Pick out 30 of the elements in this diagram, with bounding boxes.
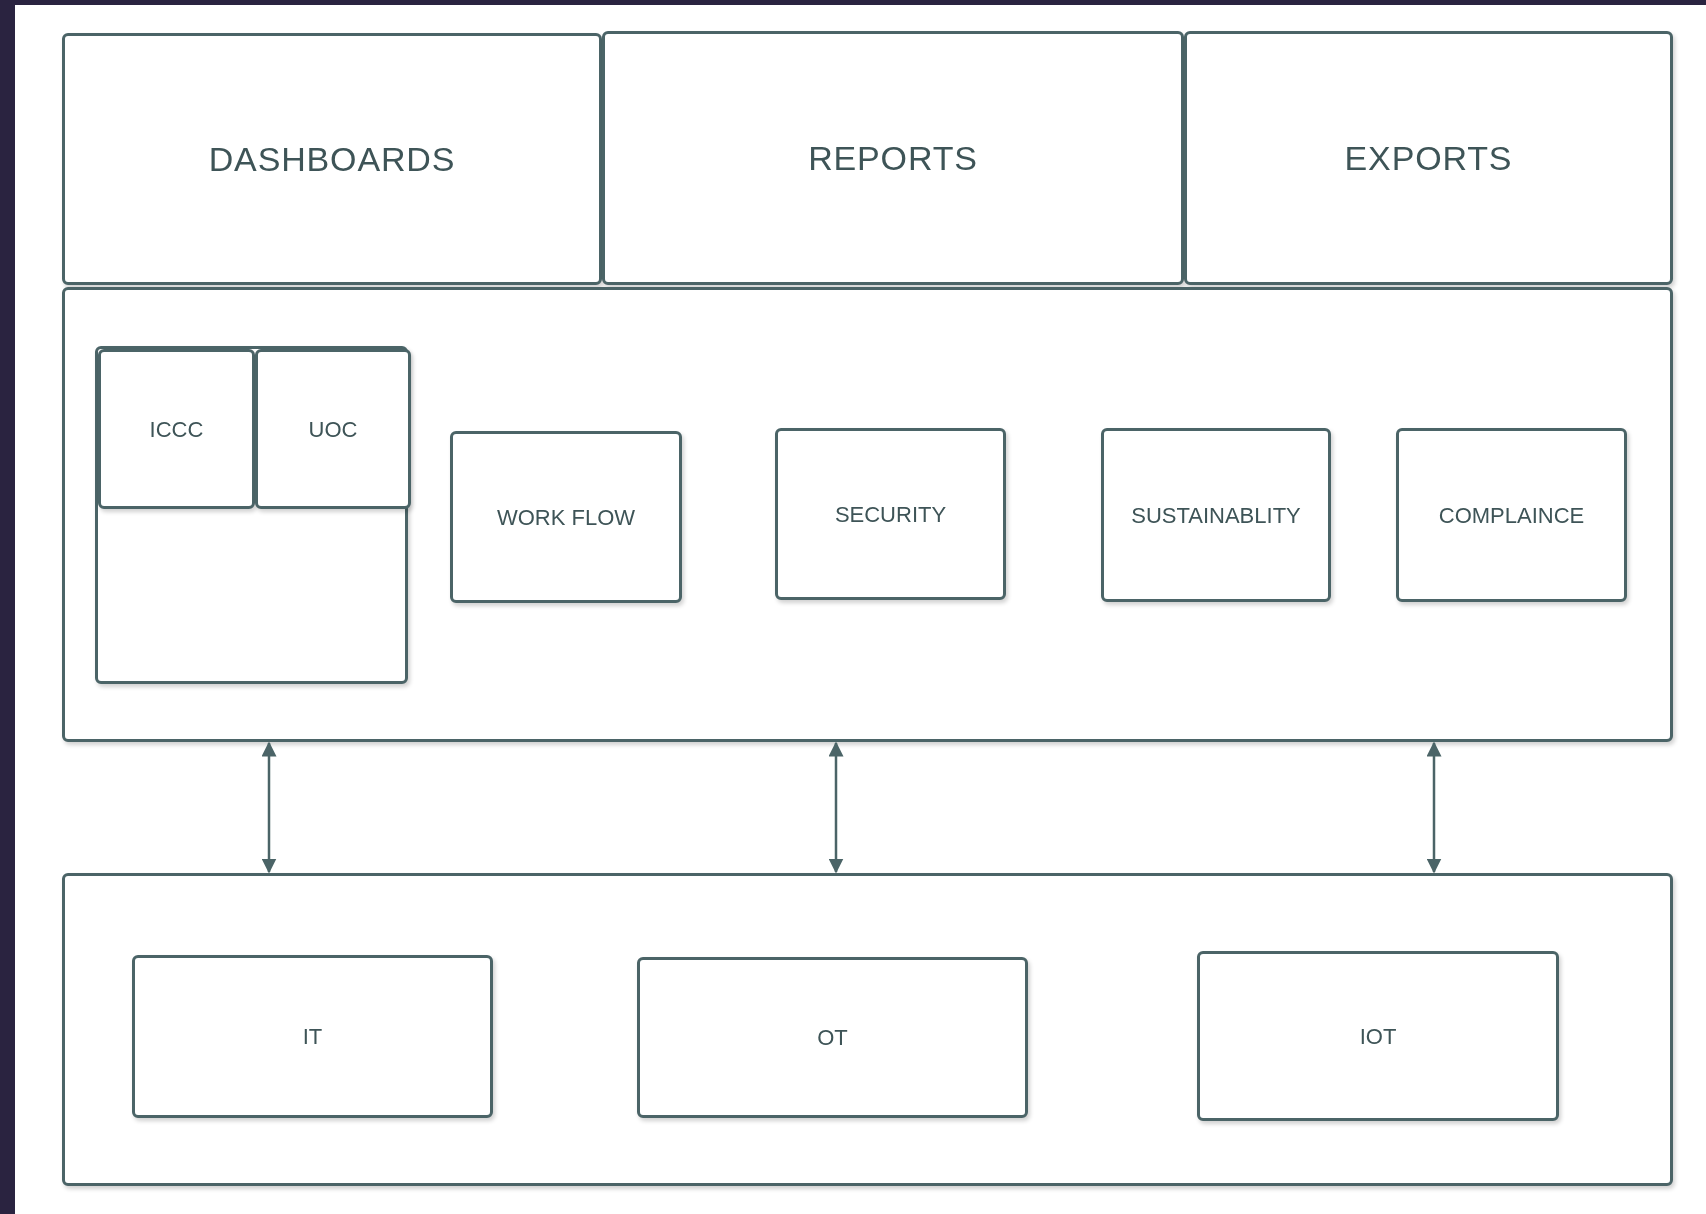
label-box <box>132 955 493 1118</box>
double-arrow <box>261 741 277 874</box>
label-box <box>775 428 1006 600</box>
label-box <box>1197 951 1559 1121</box>
label-box <box>602 31 1184 285</box>
box-label: SECURITY <box>834 500 947 529</box>
label-box <box>1184 31 1673 285</box>
label-box <box>637 957 1028 1118</box>
box-label: IOT <box>1359 1022 1397 1051</box>
box-label: EXPORTS <box>1344 137 1513 179</box>
box-label: ICCC <box>149 415 204 444</box>
box-label: COMPLAINCE <box>1438 501 1585 530</box>
box-label: UOC <box>308 415 358 444</box>
label-box <box>62 33 602 285</box>
container-box <box>62 287 1673 742</box>
box-label: IT <box>302 1023 323 1051</box>
label-box <box>450 431 682 603</box>
double-arrow <box>828 741 844 874</box>
box-label: WORK FLOW <box>496 503 636 532</box>
label-box <box>98 349 255 509</box>
container-box <box>95 346 408 684</box>
label-box <box>1396 428 1627 602</box>
box-label: DASHBOARDS <box>208 138 456 180</box>
box-label: SUSTAINABLITY <box>1131 501 1301 530</box>
double-arrow <box>1426 741 1442 874</box>
container-box <box>62 873 1673 1186</box>
box-label: REPORTS <box>808 137 978 179</box>
label-box <box>255 349 411 509</box>
box-label: OT <box>817 1024 848 1052</box>
label-box <box>1101 428 1331 602</box>
